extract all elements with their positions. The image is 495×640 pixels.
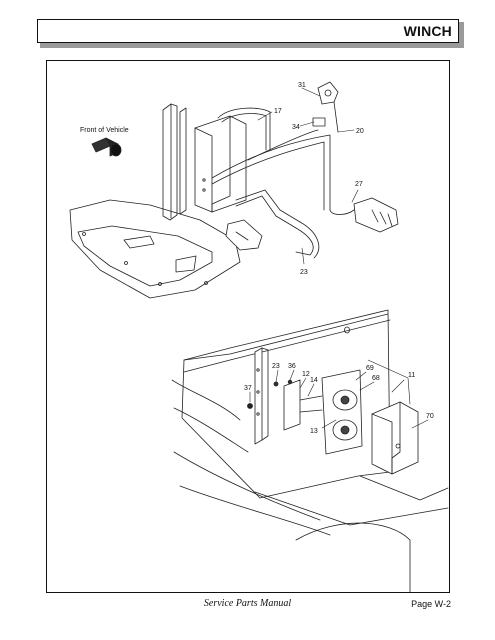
callout-34: 34 <box>292 124 300 131</box>
callout-23-lower: 23 <box>272 363 280 370</box>
cover-box <box>371 401 419 475</box>
callout-12: 12 <box>302 371 310 378</box>
callout-69: 69 <box>366 365 374 372</box>
lower-leaders <box>249 359 429 429</box>
header-bar: WINCH <box>37 19 459 43</box>
control-box <box>194 115 247 213</box>
callout-37: 37 <box>244 385 252 392</box>
callout-23-upper: 23 <box>300 269 308 276</box>
floor-pan <box>69 199 241 299</box>
callout-36: 36 <box>288 363 296 370</box>
callout-68: 68 <box>372 375 380 382</box>
callout-20: 20 <box>356 128 364 135</box>
plug-connector <box>353 197 399 233</box>
callout-13: 13 <box>310 428 318 435</box>
section-title: WINCH <box>403 23 452 39</box>
wire-harness <box>211 107 355 259</box>
callout-17: 17 <box>274 108 282 115</box>
inset-bracket <box>254 347 269 445</box>
callout-27: 27 <box>355 181 363 188</box>
manual-title: Service Parts Manual <box>203 598 292 609</box>
front-of-vehicle-label: Front of Vehicle <box>80 127 129 134</box>
relay-connector <box>317 81 339 133</box>
callout-14: 14 <box>310 377 318 384</box>
front-arrow-icon <box>91 137 122 157</box>
callout-31: 31 <box>298 82 306 89</box>
upper-leaders <box>257 87 359 265</box>
solenoid-plate <box>247 369 363 455</box>
callout-70: 70 <box>426 413 434 420</box>
frame-posts <box>162 103 187 221</box>
callout-11: 11 <box>408 372 415 379</box>
switch-part <box>312 117 326 127</box>
page-number: Page W-2 <box>411 599 451 609</box>
harness-plug <box>225 219 263 251</box>
